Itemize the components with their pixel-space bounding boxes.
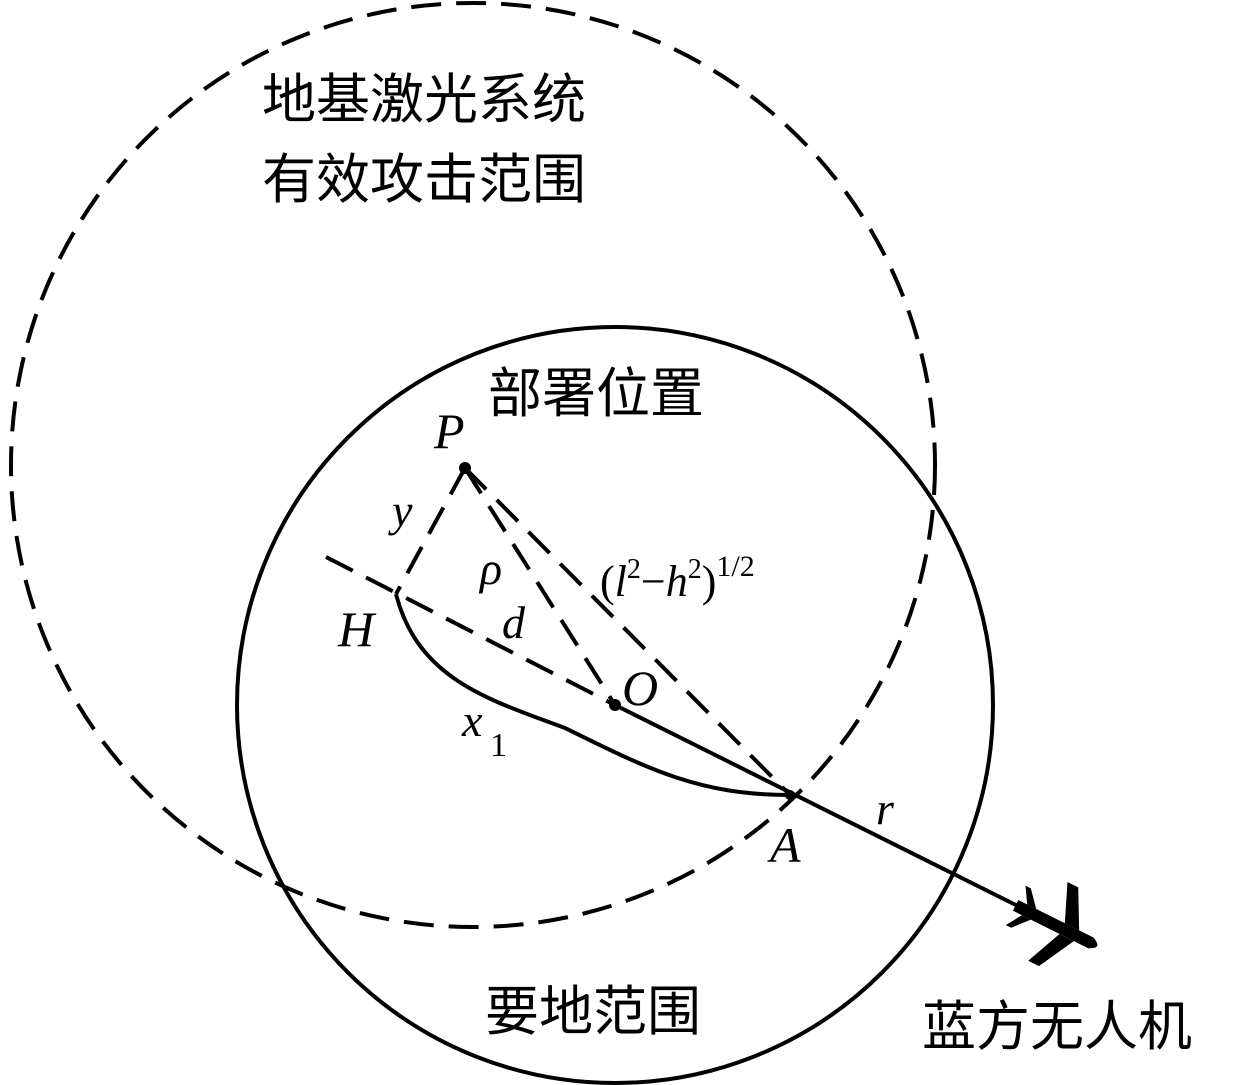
symbol-rho: ρ: [478, 543, 502, 594]
airplane-icon: [1005, 882, 1098, 967]
formula-l-h: (l2−h2)1/2: [600, 550, 755, 606]
key-area-circle: [235, 325, 995, 1085]
line-P-O: [463, 466, 617, 707]
laser-range-label-line1: 地基激光系统: [262, 68, 586, 131]
symbol-y: y: [388, 485, 413, 536]
formula-h-exponent: 2: [688, 554, 702, 585]
point-O-label: O: [622, 660, 658, 716]
line-P-A: [463, 466, 792, 797]
formula-minus: −: [641, 557, 666, 606]
line-P-H: [394, 467, 467, 595]
point-P-label: P: [433, 403, 465, 459]
key-area-label: 要地范围: [485, 980, 701, 1043]
formula-close-paren: ): [702, 557, 717, 606]
symbol-x1-subscript: 1: [490, 727, 507, 764]
point-A-dot: [785, 790, 795, 800]
formula-h: h: [666, 557, 688, 606]
formula-exponent: 1/2: [716, 550, 754, 583]
path-x1: [394, 593, 791, 797]
point-H-label: H: [337, 601, 377, 657]
deploy-position-label: 部署位置: [488, 362, 704, 425]
line-O-A-uav: [614, 703, 1091, 944]
line-H-O-extended: [325, 555, 616, 707]
point-O-dot: [609, 699, 621, 711]
point-P-dot: [459, 462, 471, 474]
blue-uav-label: 蓝方无人机: [922, 995, 1192, 1058]
formula-l: l: [615, 557, 627, 606]
point-A-label: A: [767, 817, 801, 873]
formula-open-paren: (: [600, 557, 615, 606]
symbol-d: d: [502, 597, 526, 648]
symbol-x1: x: [461, 695, 483, 746]
laser-range-label-line2: 有效攻击范围: [262, 148, 586, 211]
symbol-r: r: [876, 783, 895, 834]
laser-range-circle: [9, 1, 937, 929]
formula-l-exponent: 2: [627, 554, 641, 585]
